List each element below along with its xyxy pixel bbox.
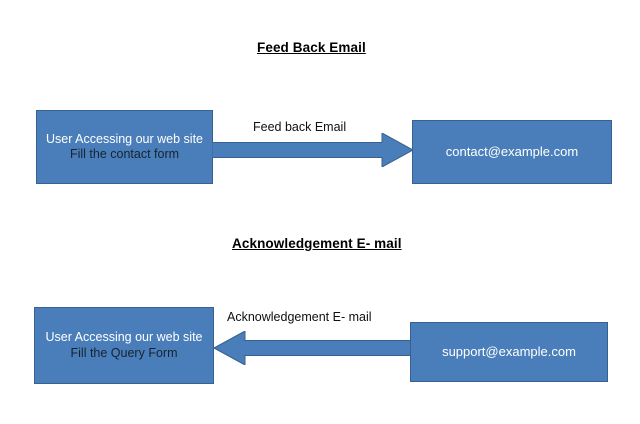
section-title-feedback: Feed Back Email [257,40,366,55]
box-support-email-label: support@example.com [442,344,576,360]
box-support-email[interactable]: support@example.com [410,322,608,382]
arrow-label-acknowledgement: Acknowledgement E- mail [227,310,372,324]
arrow-right-icon [212,133,414,167]
box-user-accessing-query-line2: Fill the Query Form [70,345,178,360]
box-contact-email[interactable]: contact@example.com [412,120,612,184]
section-title-acknowledgement: Acknowledgement E- mail [232,236,402,251]
box-user-accessing-contact-line2: Fill the contact form [69,147,180,161]
box-user-accessing-contact[interactable]: User Accessing our web site Fill the con… [36,110,213,184]
box-contact-email-label: contact@example.com [445,144,579,160]
box-user-accessing-contact-line1: User Accessing our web site [45,131,203,146]
box-user-accessing-query-line1: User Accessing our web site [45,330,203,345]
arrow-label-feedback: Feed back Email [253,120,347,134]
arrow-left-icon [214,331,412,365]
box-user-accessing-query[interactable]: User Accessing our web site Fill the Que… [34,307,214,384]
